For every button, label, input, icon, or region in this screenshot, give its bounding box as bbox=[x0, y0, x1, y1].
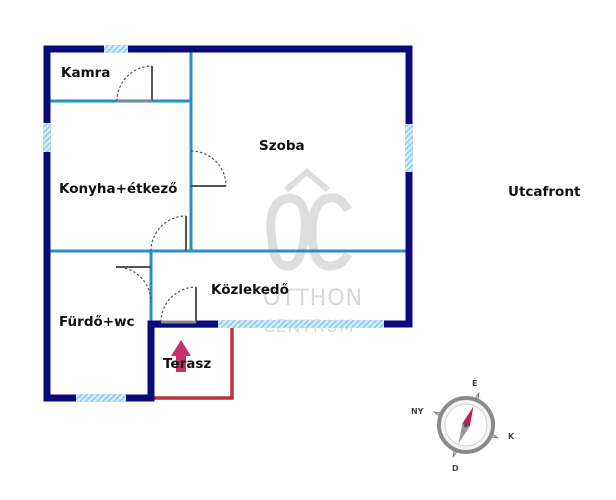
compass-south-label: D bbox=[452, 464, 459, 473]
door-leaves bbox=[116, 66, 226, 324]
watermark-c-letter bbox=[307, 193, 353, 271]
compass-north-label: É bbox=[472, 377, 477, 388]
room-label-furdo: Fürdő+wc bbox=[59, 314, 135, 330]
compass-east-label: K bbox=[508, 432, 515, 441]
room-label-konyha: Konyha+étkező bbox=[59, 181, 177, 197]
window-szoba bbox=[405, 124, 413, 172]
room-label-terasz: Terasz bbox=[163, 356, 211, 372]
windows bbox=[43, 45, 413, 402]
watermark-o-letter bbox=[266, 193, 310, 271]
window-furdo bbox=[76, 394, 126, 402]
watermark-roof-icon bbox=[284, 168, 330, 193]
entrance-arrow-icon bbox=[171, 340, 191, 372]
compass-northwest-label: NY bbox=[411, 407, 424, 416]
watermark: OTTHON CENTRUM bbox=[263, 168, 363, 337]
window-konyha bbox=[43, 123, 51, 152]
compass-needle-icon bbox=[458, 406, 474, 444]
room-label-szoba: Szoba bbox=[259, 138, 305, 154]
room-label-kamra: Kamra bbox=[61, 65, 110, 81]
street-front-label: Utcafront bbox=[508, 184, 581, 200]
window-kozlekedo bbox=[218, 320, 384, 328]
compass: É K D NY bbox=[411, 377, 515, 473]
room-label-kozlekedo: Közlekedő bbox=[211, 282, 289, 298]
watermark-line1: OTTHON bbox=[263, 286, 363, 311]
window-kamra bbox=[104, 45, 128, 53]
